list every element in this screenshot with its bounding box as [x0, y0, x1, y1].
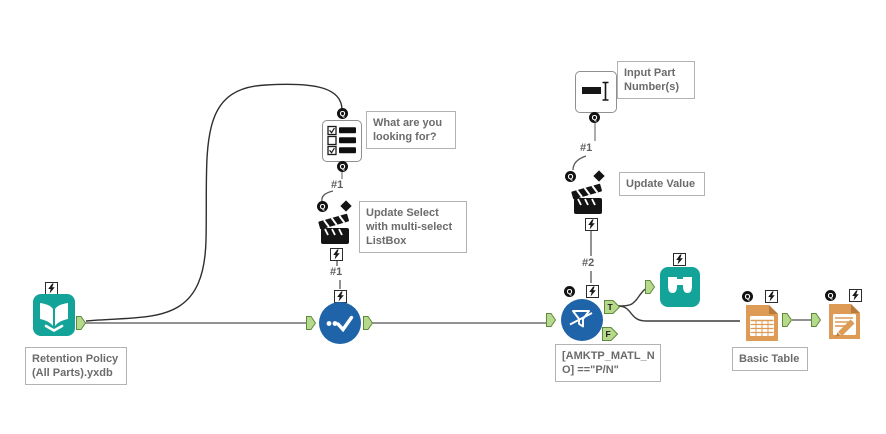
listbox-icon[interactable] — [322, 120, 362, 162]
question-anchor[interactable]: Q — [825, 290, 836, 301]
clapperboard-icon — [571, 183, 602, 214]
lightning-anchor-icon[interactable] — [586, 285, 599, 298]
bolt-icon — [852, 290, 859, 301]
annotation-filter[interactable]: [AMKTP_MATL_N O] =="P/N" — [555, 344, 661, 382]
question-anchor-top[interactable]: Q — [337, 108, 348, 119]
bolt-icon — [333, 249, 340, 260]
false-output-anchor[interactable]: F — [602, 327, 618, 341]
question-anchor[interactable]: Q — [565, 171, 576, 182]
text-box-icon[interactable] — [575, 71, 617, 113]
output-anchor[interactable] — [76, 316, 86, 330]
question-anchor[interactable]: Q — [589, 112, 600, 123]
question-anchor[interactable]: Q — [742, 291, 753, 302]
bolt-icon — [588, 219, 595, 230]
lightning-anchor-icon[interactable] — [585, 218, 598, 231]
input-data-icon[interactable] — [33, 294, 75, 336]
connection-action-to-select[interactable] — [336, 261, 341, 289]
connection-label-action-filter: #2 — [582, 257, 595, 269]
lightning-anchor-icon[interactable] — [330, 248, 343, 261]
lightning-anchor-icon[interactable] — [765, 290, 778, 303]
filter-icon[interactable] — [561, 299, 603, 341]
annotation-input-data[interactable]: Retention Policy (All Parts).yxdb — [25, 347, 127, 385]
connection-textbox-to-action-leader[interactable] — [572, 155, 587, 171]
output-anchor[interactable] — [782, 313, 792, 327]
connection-filter-true-to-table[interactable] — [617, 305, 740, 322]
checkbox-list-icon — [327, 125, 356, 156]
bolt-icon — [337, 291, 344, 302]
lightning-anchor-icon[interactable] — [673, 253, 686, 266]
question-anchor[interactable]: Q — [317, 201, 328, 212]
annotation-action-update-select[interactable]: Update Select with multi-select ListBox — [359, 201, 467, 253]
connection-label-action-select: #1 — [330, 266, 343, 278]
output-anchor[interactable] — [363, 316, 373, 330]
annotation-listbox[interactable]: What are you looking for? — [366, 111, 456, 149]
basic-table-icon[interactable] — [743, 303, 781, 343]
select-icon[interactable] — [319, 302, 361, 344]
connection-label-textbox-action: #1 — [580, 142, 593, 154]
question-anchor-bottom[interactable]: Q — [337, 161, 348, 172]
false-anchor-label: F — [606, 329, 611, 339]
clapperboard-icon — [318, 213, 349, 244]
browse-icon[interactable] — [660, 267, 700, 307]
action-icon[interactable] — [318, 204, 352, 246]
connection-label-listbox-action: #1 — [331, 179, 344, 191]
bolt-icon — [768, 291, 775, 302]
input-anchor[interactable] — [306, 316, 316, 330]
book-icon — [40, 303, 68, 332]
select-check-icon — [326, 315, 354, 333]
connection-listbox-to-action-leader[interactable] — [321, 190, 334, 203]
input-anchor[interactable] — [811, 313, 821, 327]
action-icon[interactable] — [571, 174, 605, 216]
table-document-icon — [746, 305, 778, 341]
bolt-icon — [676, 254, 683, 265]
funnel-icon — [569, 310, 593, 328]
input-anchor[interactable] — [645, 280, 655, 294]
input-anchor[interactable] — [546, 313, 556, 327]
question-anchor[interactable]: Q — [564, 286, 575, 297]
annotation-text-box[interactable]: Input Part Number(s) — [617, 61, 695, 99]
binoculars-icon — [668, 277, 692, 293]
report-document-icon — [829, 304, 860, 339]
connection-input-to-listbox[interactable] — [85, 83, 343, 322]
lightning-anchor-icon[interactable] — [849, 289, 862, 302]
annotation-action-update-value[interactable]: Update Value — [619, 172, 705, 196]
true-anchor-label: T — [608, 302, 614, 312]
bolt-icon — [589, 286, 596, 297]
text-input-icon — [582, 81, 609, 101]
true-output-anchor[interactable]: T — [604, 300, 620, 314]
bolt-icon — [48, 283, 55, 294]
render-icon[interactable] — [826, 302, 863, 341]
annotation-basic-table[interactable]: Basic Table — [732, 347, 808, 371]
